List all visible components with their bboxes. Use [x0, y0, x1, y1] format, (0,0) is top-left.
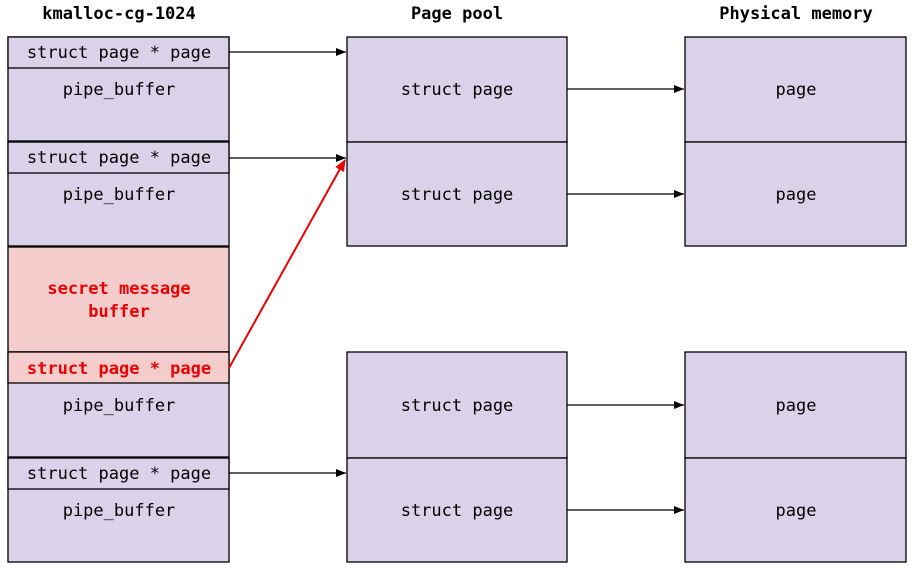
- slab-column: struct page * page pipe_buffer struct pa…: [7, 36, 230, 563]
- page-pool-column: struct page struct page struct page stru…: [346, 36, 568, 563]
- pipe-buffer-4-label: pipe_buffer: [63, 501, 176, 521]
- physical-page-4-label: page: [776, 501, 817, 521]
- header-physical-memory: Physical memory: [719, 4, 873, 24]
- struct-page-1-label: struct page: [401, 80, 514, 100]
- struct-page-4-label: struct page: [401, 501, 514, 521]
- pipe-buffer-3-label: pipe_buffer: [63, 396, 176, 416]
- header-slab: kmalloc-cg-1024: [42, 4, 196, 24]
- physical-memory-column: page page page page: [684, 36, 907, 563]
- struct-page-3-label: struct page: [401, 396, 514, 416]
- corrupted-page-pointer-label: struct page * page: [27, 359, 211, 379]
- pipe-buffer-1-label: pipe_buffer: [63, 80, 176, 100]
- page-pointer-2-label: struct page * page: [27, 148, 211, 168]
- secret-message-label-line1: secret message: [47, 279, 190, 299]
- physical-page-1: [684, 36, 907, 143]
- physical-page-2: [684, 141, 907, 247]
- physical-page-3-label: page: [776, 396, 817, 416]
- physical-page-3: [684, 351, 907, 459]
- header-page-pool: Page pool: [411, 4, 503, 24]
- corrupted-page-pointer-box: [7, 351, 230, 384]
- page-pointer-4-box: [7, 457, 230, 490]
- arrow-corrupted-pointer-to-struct-page-2: [228, 159, 346, 369]
- struct-page-4: [346, 457, 568, 563]
- pipe-buffer-2-label: pipe_buffer: [63, 185, 176, 205]
- physical-page-2-label: page: [776, 185, 817, 205]
- physical-page-1-label: page: [776, 80, 817, 100]
- physical-page-4: [684, 457, 907, 563]
- struct-page-2: [346, 141, 568, 247]
- struct-page-2-label: struct page: [401, 185, 514, 205]
- secret-message-label-line2: buffer: [88, 302, 149, 322]
- page-pointer-4-label: struct page * page: [27, 464, 211, 484]
- secret-message-buffer: [7, 246, 230, 353]
- page-pointer-1-label: struct page * page: [27, 43, 211, 63]
- page-pointer-1-box: [7, 36, 230, 69]
